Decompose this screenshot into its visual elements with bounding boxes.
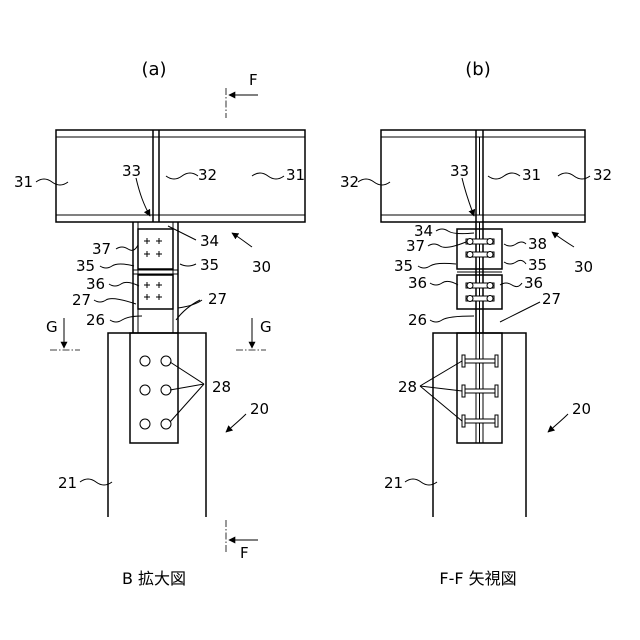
label-31-left: 31	[14, 173, 33, 191]
label-36-left: 36	[408, 274, 427, 292]
figure-a-caption: B 拡大図	[122, 569, 186, 588]
splice-plates-a	[138, 229, 173, 309]
label-37: 37	[406, 237, 425, 255]
label-36-right: 36	[524, 274, 543, 292]
label-21: 21	[384, 474, 403, 492]
leader-lines-b	[358, 173, 590, 485]
label-27-right: 27	[208, 290, 227, 308]
figure-b-heading: (b)	[465, 59, 490, 80]
label-35-right: 35	[528, 256, 547, 274]
label-35-left: 35	[394, 257, 413, 275]
label-27-left: 27	[72, 291, 91, 309]
figure-b: (b)	[340, 59, 612, 588]
column-a	[108, 333, 206, 517]
label-35-right: 35	[200, 256, 219, 274]
label-34: 34	[200, 232, 219, 250]
label-30: 30	[574, 258, 593, 276]
section-label-right-g: G	[260, 318, 272, 336]
label-33: 33	[450, 162, 469, 180]
label-26: 26	[86, 311, 105, 329]
figure-a-heading: (a)	[141, 59, 166, 80]
label-38: 38	[528, 235, 547, 253]
section-label-left-g: G	[46, 318, 58, 336]
label-21: 21	[58, 474, 77, 492]
label-30: 30	[252, 258, 271, 276]
section-mark-top-f: F	[226, 71, 258, 118]
label-28: 28	[398, 378, 417, 396]
label-32: 32	[198, 166, 217, 184]
figure-a: (a) F	[14, 59, 305, 588]
label-20: 20	[250, 400, 269, 418]
section-label-bottom-f: F	[240, 544, 249, 562]
figure-b-caption: F-F 矢視図	[439, 569, 516, 588]
label-27: 27	[542, 290, 561, 308]
label-31-right: 31	[286, 166, 305, 184]
label-35-left: 35	[76, 257, 95, 275]
beam-assembly-b	[381, 130, 585, 222]
leader-lines-a	[36, 173, 284, 485]
splice-plates-b	[457, 229, 502, 309]
section-label-top-f: F	[249, 71, 258, 89]
section-mark-bottom-f: F	[226, 520, 258, 562]
label-32-right: 32	[593, 166, 612, 184]
label-26: 26	[408, 311, 427, 329]
label-31: 31	[522, 166, 541, 184]
label-33: 33	[122, 162, 141, 180]
label-28: 28	[212, 378, 231, 396]
label-37: 37	[92, 240, 111, 258]
column-b	[433, 333, 526, 517]
label-20: 20	[572, 400, 591, 418]
anchor-bolts-a	[140, 356, 171, 429]
label-32-left: 32	[340, 173, 359, 191]
section-mark-g: G G	[46, 318, 272, 350]
